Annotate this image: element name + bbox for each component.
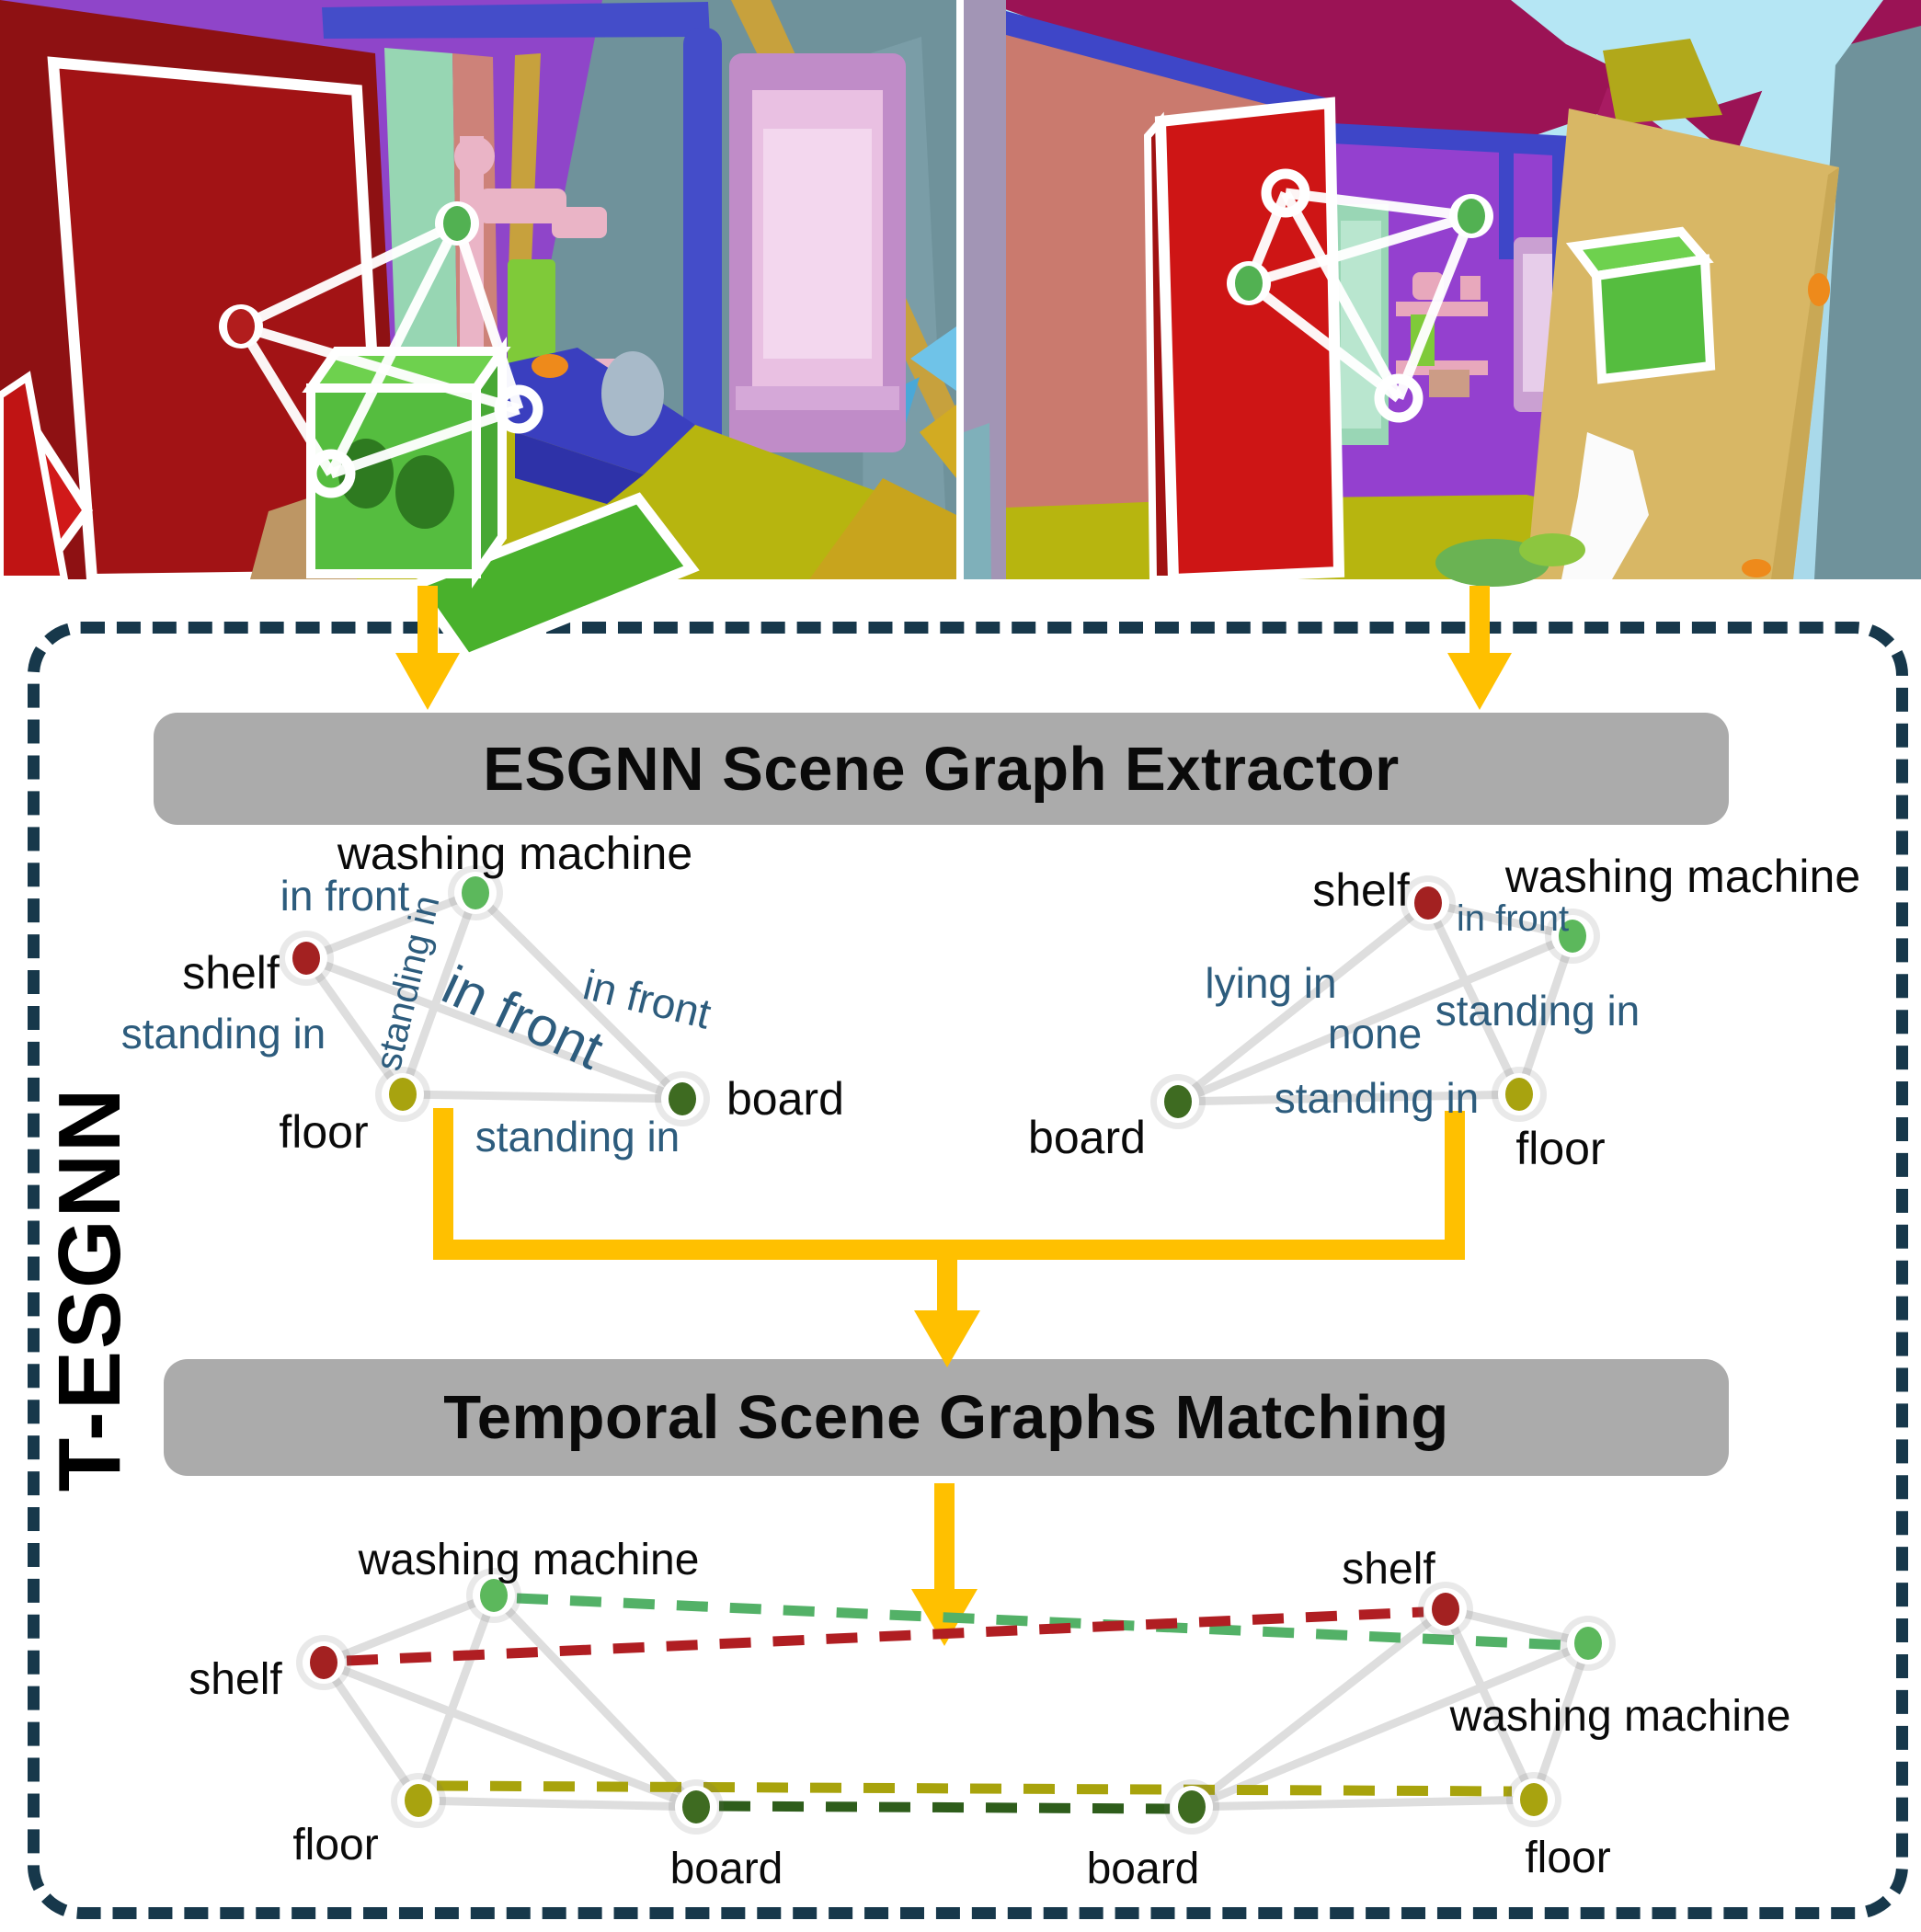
matched-right-label-floor: floor [1525,1834,1610,1882]
esgnn-extractor-bar-label: ESGNN Scene Graph Extractor [483,734,1400,804]
temporal-matching-bar: Temporal Scene Graphs Matching [164,1359,1729,1476]
node-shelf [1414,886,1442,920]
arrow-matching-to-result [911,1483,978,1646]
arrow-scene1-to-extractor [395,586,460,710]
node-shelf [1432,1593,1459,1626]
right-edge-label-lying-in: lying in [1205,959,1336,1007]
red-shelf [1154,97,1345,586]
scene1-overlay-nodes [219,201,543,498]
right-scene-graph-nodes [1150,875,1600,1129]
right-edge-label-standing-in-1: standing in [1435,987,1641,1035]
match-link-board [718,1801,1171,1814]
arrow-scene2-to-extractor [1447,586,1512,710]
node-washing-machine [1559,920,1586,953]
right-edge-label-standing-in-2: standing in [1275,1074,1480,1122]
washing-machine-box [1591,254,1716,384]
matched-right-label-shelf: shelf [1342,1545,1435,1594]
left-graph-label-washing-machine: washing machine [337,828,692,879]
matched-right-graph-edges [1189,1605,1593,1812]
scene-snapshot-t2 [964,0,1921,587]
right-graph-label-board: board [1028,1112,1146,1163]
scene1-overlay-edges [236,219,524,479]
esgnn-extractor-bar: ESGNN Scene Graph Extractor [154,713,1729,825]
matched-left-graph-edges [320,1591,700,1812]
left-graph-label-shelf: shelf [182,947,280,999]
right-graph-label-washing-machine: washing machine [1504,851,1860,902]
left-scene-graph-edges [303,888,686,1103]
node-floor [1505,1078,1533,1111]
green-board [407,492,700,665]
left-graph-label-floor: floor [279,1106,368,1158]
left-edge-label-in-front-1: in front [280,872,410,920]
node-board [1178,1790,1206,1823]
node-board [669,1082,696,1115]
teal-wall [1793,0,1921,579]
match-link-floor [436,1780,1513,1797]
node-washing-machine [462,876,489,909]
match-link-shelf [346,1606,1424,1666]
left-edge-label-in-front-big: in front [433,954,612,1080]
right-edge-label-none: none [1328,1010,1422,1057]
matched-left-graph-nodes [296,1568,724,1835]
matched-right-graph-nodes [1164,1582,1616,1835]
node-board [1164,1085,1192,1118]
blue-blanket [478,348,695,474]
node-washing-machine [1574,1627,1602,1660]
node-floor [1520,1783,1548,1816]
left-edge-label-standing-in-bottom: standing in [475,1113,680,1160]
match-link-washing-machine [516,1593,1567,1651]
scene-snapshot-t1 [0,0,956,665]
right-edge-label-in-front: in front [1457,898,1569,939]
matched-right-label-washing-machine: washing machine [1449,1692,1791,1741]
left-graph-label-board: board [726,1073,844,1125]
match-links [346,1593,1567,1814]
left-edge-label-standing-in-left: standing in [121,1010,326,1057]
left-scene-graph-nodes [279,865,710,1126]
right-scene-graph-edges [1175,898,1577,1106]
temporal-matching-bar-label: Temporal Scene Graphs Matching [443,1383,1449,1452]
node-board [682,1790,710,1823]
matched-left-label-board: board [670,1845,783,1893]
pipes [322,2,710,39]
matched-left-label-washing-machine: washing machine [358,1536,700,1584]
right-graph-label-floor: floor [1515,1123,1605,1174]
scene2-overlay-nodes [1227,168,1493,423]
node-shelf [292,942,320,975]
arrow-graphs-to-matching [914,1240,980,1367]
node-shelf [310,1646,337,1679]
matched-left-label-shelf: shelf [189,1655,282,1704]
matched-left-label-floor: floor [292,1821,378,1869]
node-washing-machine [480,1579,508,1612]
node-floor [405,1784,432,1817]
right-graph-label-shelf: shelf [1312,864,1410,916]
matched-right-label-board: board [1087,1845,1200,1893]
node-floor [389,1078,417,1111]
